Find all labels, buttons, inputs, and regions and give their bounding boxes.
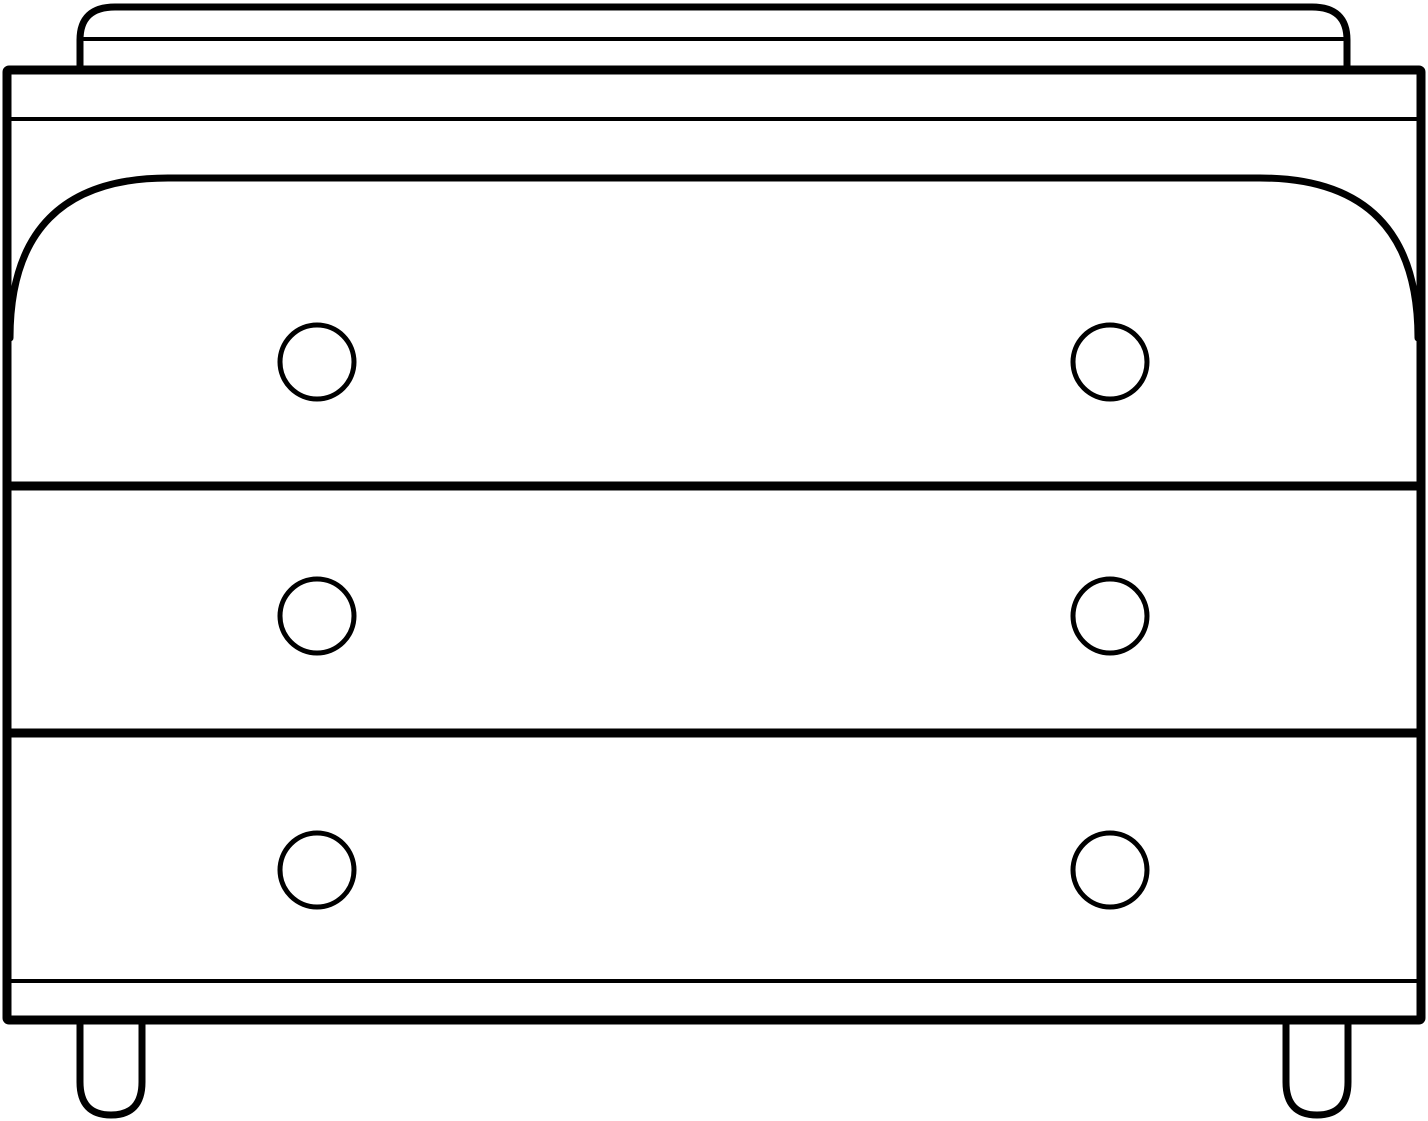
drawer-1-front <box>6 174 1422 342</box>
drawer-1-left-knob <box>277 322 357 402</box>
drawer-2-left-knob <box>277 576 357 656</box>
drawer-2-right-knob <box>1070 576 1150 656</box>
drawer-3-right-knob <box>1070 830 1150 910</box>
left-leg <box>76 1016 146 1119</box>
right-leg <box>1282 1016 1352 1119</box>
drawer-1-right-knob <box>1070 322 1150 402</box>
drawer-3-left-knob <box>277 830 357 910</box>
top-rail <box>76 3 1351 74</box>
dresser-body <box>2 65 1426 1025</box>
